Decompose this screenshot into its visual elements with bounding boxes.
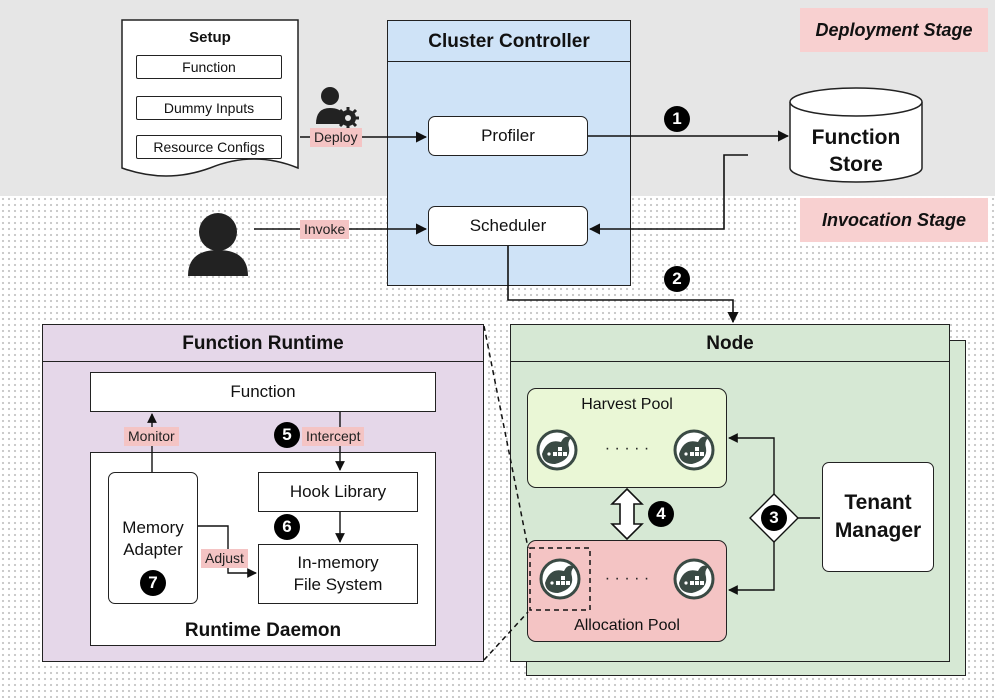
function-store-line2: Store [829, 153, 883, 176]
double-arrow-icon [610, 487, 644, 541]
monitor-tag: Monitor [124, 427, 179, 446]
function-store-label: Function Store [790, 124, 922, 178]
allocation-dots: · · · · · [604, 570, 650, 587]
step-5-badge: 5 [274, 422, 300, 448]
invocation-stage-text: Invocation Stage [821, 209, 967, 230]
memory-adapter-line1: Memory [122, 518, 184, 537]
in-memory-fs-box: In-memory File System [258, 544, 418, 604]
setup-item-resource-configs: Resource Configs [136, 135, 282, 159]
step-7-badge: 7 [140, 570, 166, 596]
scheduler-label: Scheduler [469, 216, 547, 235]
step-2-badge: 2 [664, 266, 690, 292]
function-runtime-header [42, 324, 484, 362]
fs-line2: File System [293, 575, 383, 594]
deployment-stage-label: Deployment Stage [800, 8, 988, 52]
runtime-function-box: Function [90, 372, 436, 412]
step-3-badge: 3 [761, 505, 787, 531]
tenant-manager-line1: Tenant [844, 491, 912, 514]
runtime-daemon-label: Runtime Daemon [184, 620, 342, 641]
setup-item-function: Function [136, 55, 282, 79]
node-title: Node [706, 333, 754, 354]
deployment-stage-text: Deployment Stage [815, 19, 973, 40]
setup-item-dummy-inputs-label: Dummy Inputs [163, 100, 255, 116]
harvest-dots: · · · · · [604, 440, 650, 457]
setup-item-resource-configs-label: Resource Configs [153, 139, 265, 155]
tenant-manager-line2: Manager [834, 519, 922, 542]
hook-library-box: Hook Library [258, 472, 418, 512]
deploy-tag: Deploy [310, 128, 362, 147]
profiler-box: Profiler [428, 116, 588, 156]
memory-adapter-line2: Adapter [123, 540, 183, 559]
scheduler-box: Scheduler [428, 206, 588, 246]
cluster-controller-header [387, 20, 631, 62]
person-icon [188, 213, 248, 276]
tenant-manager-box: Tenant Manager [822, 462, 934, 572]
allocation-pool-label: Allocation Pool [574, 617, 680, 634]
invoke-tag: Invoke [300, 220, 350, 239]
step-4-badge: 4 [648, 501, 674, 527]
setup-item-function-label: Function [182, 59, 236, 75]
hook-library-label: Hook Library [289, 482, 387, 501]
function-runtime-title: Function Runtime [182, 333, 344, 354]
setup-title: Setup [189, 29, 231, 46]
intercept-tag: Intercept [302, 427, 365, 446]
node-header [510, 324, 950, 362]
harvest-pool-label: Harvest Pool [581, 396, 673, 413]
step-6-badge: 6 [274, 514, 300, 540]
runtime-function-label: Function [230, 382, 296, 401]
step-1-badge: 1 [664, 106, 690, 132]
function-store-line1: Function [811, 126, 901, 149]
invocation-stage-label: Invocation Stage [800, 198, 988, 242]
cluster-controller-title: Cluster Controller [428, 31, 590, 52]
fs-line1: In-memory [297, 553, 379, 572]
profiler-label: Profiler [481, 126, 535, 145]
user-gear-icon [316, 87, 359, 129]
setup-item-dummy-inputs: Dummy Inputs [136, 96, 282, 120]
adjust-tag: Adjust [201, 549, 248, 568]
